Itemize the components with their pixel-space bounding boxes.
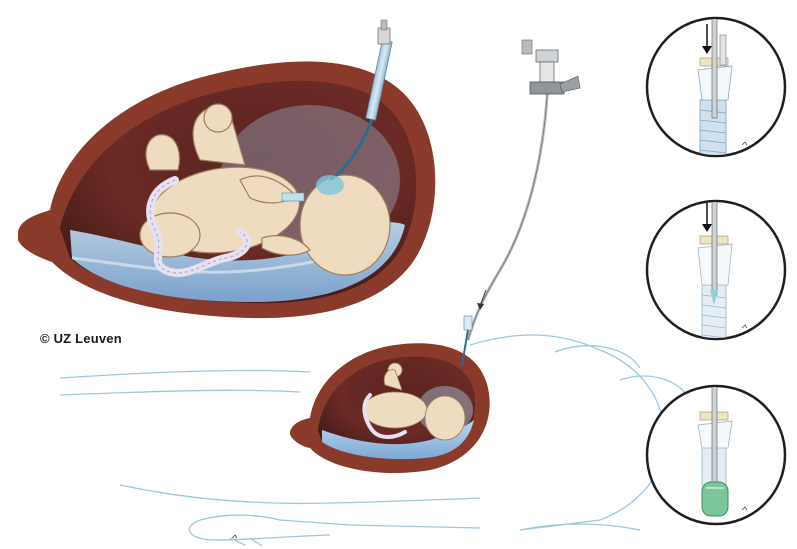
detail-panel-3 (647, 380, 785, 524)
fetoscope-long (462, 40, 580, 365)
copyright-credit: © UZ Leuven (40, 331, 122, 346)
detail-panel-1 (647, 18, 785, 180)
detail-panel-2 (647, 200, 785, 355)
